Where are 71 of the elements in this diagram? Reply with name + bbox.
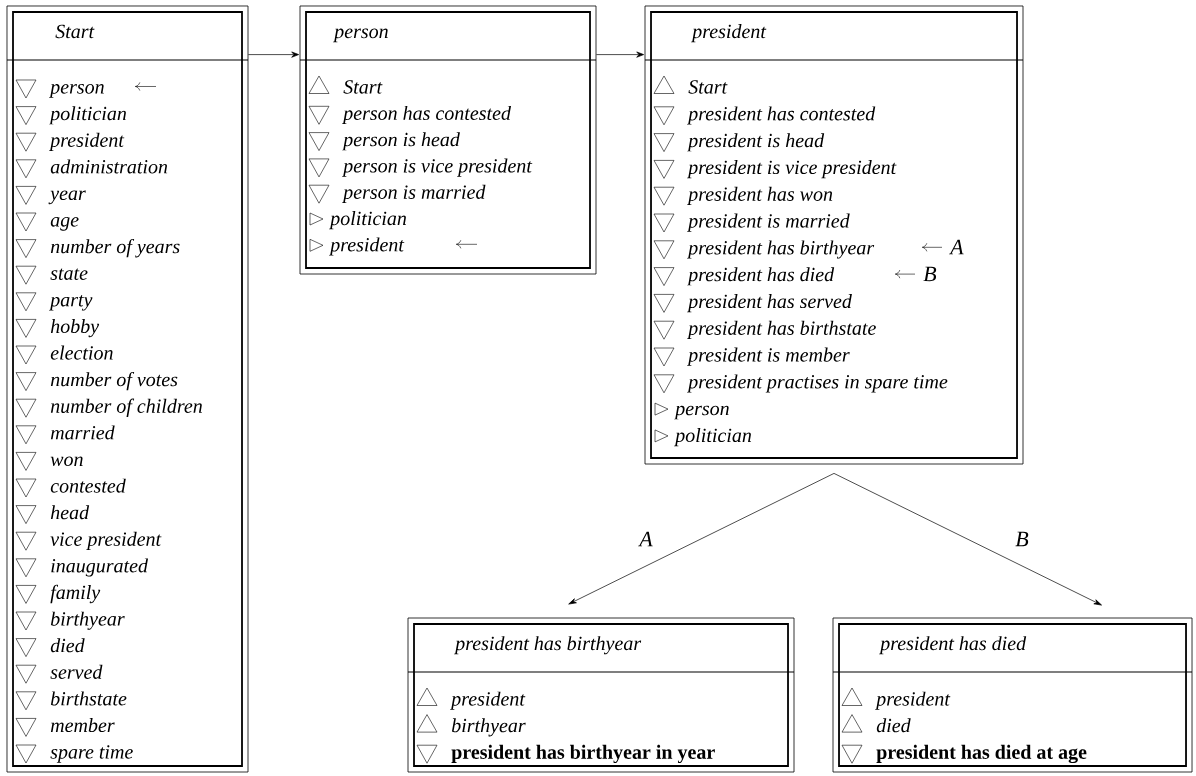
list-item: number of children [50,398,202,417]
list-box [832,617,1193,773]
list-item: Start [343,80,383,94]
arrow [833,473,1102,606]
list-box [6,5,249,773]
list-item: president has served [687,294,852,313]
list-item: president has died [687,267,835,286]
list-item: married [50,425,115,440]
list-item: politician [49,106,127,125]
list-item: person has contested [342,105,511,125]
list-item: head [50,505,90,520]
list-item: president practises in spare time [687,374,948,393]
arrow [248,51,299,58]
arrow-label: A [949,239,964,255]
list-item: president [875,691,951,710]
list-item: politician [674,428,752,447]
list-item: president has won [687,186,833,205]
list-box [407,617,795,773]
list-item: contested [50,478,126,493]
list-item: state [50,268,88,280]
list-item: administration [50,159,168,174]
list-box [299,5,597,275]
list-item: inaugurated [51,558,149,577]
list-item: politician [329,211,407,230]
list-item: number of votes [50,372,178,391]
list-item: hobby [50,319,100,338]
list-item: president has contested [687,106,876,125]
list-item: president [450,691,526,710]
list-item: president [49,132,125,151]
list-item: person is vice president [342,158,533,177]
list-item: died [876,718,911,733]
list-item: party [49,295,93,311]
list-item: family [50,584,101,604]
list-item: president is member [687,347,850,366]
list-item: age [50,217,79,231]
list-item: president has died at age [876,744,1087,764]
list-item: Start [688,80,728,94]
box-heading: president [691,24,767,43]
list-item: birthyear [451,718,526,737]
edge-label: B [1014,530,1030,548]
arrow [596,51,644,58]
list-item: served [50,664,103,679]
box-heading: president has birthyear [454,636,642,655]
list-item: person [674,405,729,420]
list-item: president is vice president [687,160,897,179]
box-heading: president has died [879,636,1027,655]
list-item: president is head [687,133,825,152]
box-heading: person [333,28,388,43]
list-item: president has birthyear in year [451,744,715,763]
list-item: year [48,190,86,205]
list-item: number of years [50,239,180,258]
list-item: president [329,237,405,256]
list-item: spare time [50,745,133,763]
list-item: person [49,84,104,98]
list-item: won [50,456,83,467]
list-item: birthstate [50,691,127,706]
list-item: president has birthstate [687,320,876,339]
list-item: birthyear [50,611,125,630]
arrow-label: B [923,266,937,282]
list-item: election [50,345,113,360]
list-item: died [50,638,85,653]
list-item: president has birthyear [687,240,875,259]
list-item: member [50,718,115,733]
box-heading: Start [55,24,95,39]
list-item: vice president [50,531,162,550]
list-box [644,5,1024,465]
arrow [568,473,835,605]
edge-label: A [638,530,654,548]
list-item: person is head [342,132,460,151]
list-item: person is married [342,184,486,203]
list-item: president is married [687,213,850,232]
